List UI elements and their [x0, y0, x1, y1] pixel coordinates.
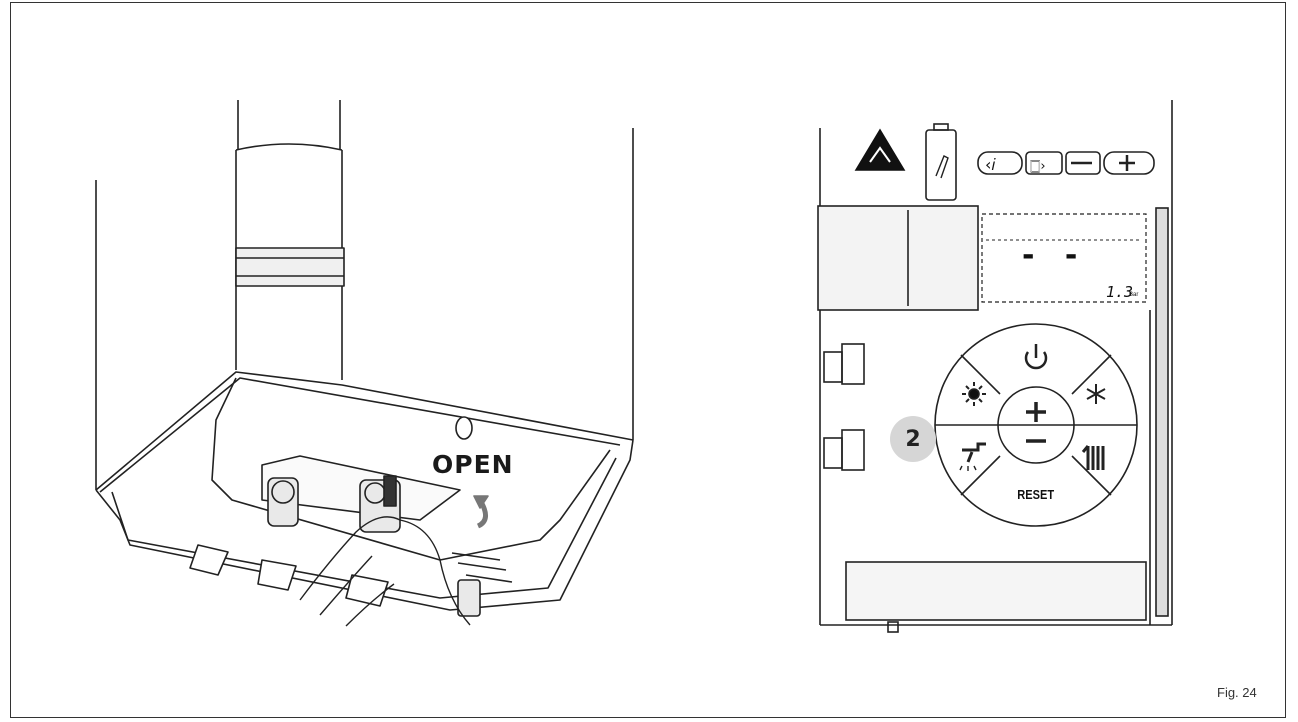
open-instruction-label: OPEN: [432, 450, 514, 479]
boiler-illustration: [95, 100, 634, 627]
svg-text:🀆›: 🀆›: [1030, 159, 1046, 174]
svg-text:‹𝑖: ‹𝑖: [985, 155, 996, 174]
reset-button-label: RESET: [1017, 487, 1055, 502]
control-panel-illustration: ‹𝑖 🀆›: [817, 100, 1173, 633]
lcd-pressure-unit: Bar: [1129, 292, 1139, 298]
lcd-pressure-value: 1.3: [1106, 283, 1134, 301]
figure-frame: [10, 2, 1286, 718]
figure-label: Fig. 24: [1217, 685, 1257, 700]
lcd-main-readout: - -: [1022, 238, 1088, 273]
step-number-badge: 2: [890, 416, 936, 462]
